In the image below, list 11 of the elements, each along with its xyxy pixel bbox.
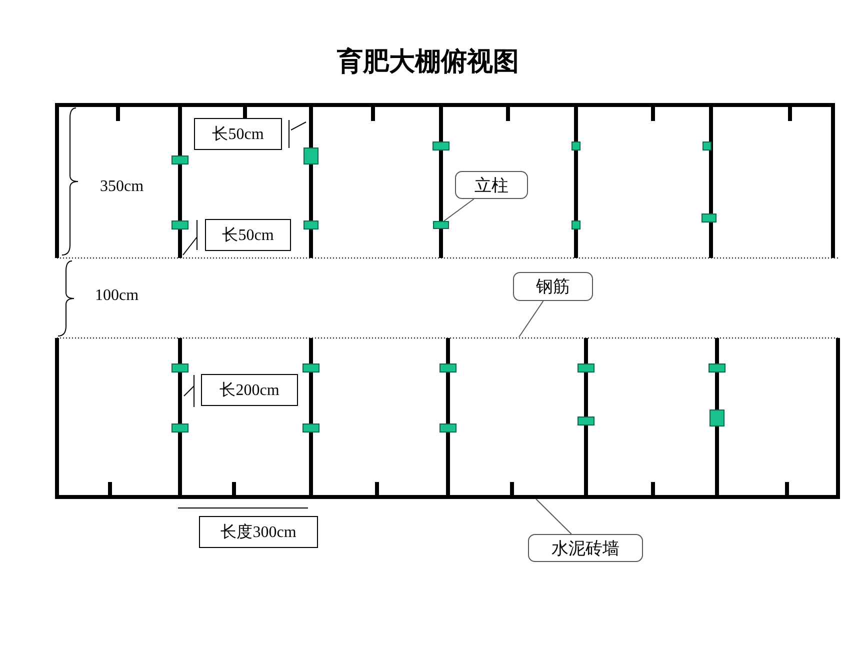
callout-bubble: 立柱 bbox=[455, 171, 528, 199]
dimension-label: 350cm bbox=[100, 178, 144, 196]
dimension-label-box: 长50cm bbox=[205, 219, 291, 251]
callout-bubble: 钢筋 bbox=[513, 272, 593, 301]
dimension-label-box: 长200cm bbox=[201, 374, 298, 406]
dimension-label-box: 长度300cm bbox=[199, 516, 318, 548]
diagram-title: 育肥大棚俯视图 bbox=[336, 46, 520, 78]
post-marker bbox=[433, 221, 449, 229]
callout-bubble: 水泥砖墙 bbox=[528, 534, 643, 562]
dimension-label-box: 长50cm bbox=[194, 118, 282, 150]
dimension-label: 100cm bbox=[95, 287, 139, 305]
